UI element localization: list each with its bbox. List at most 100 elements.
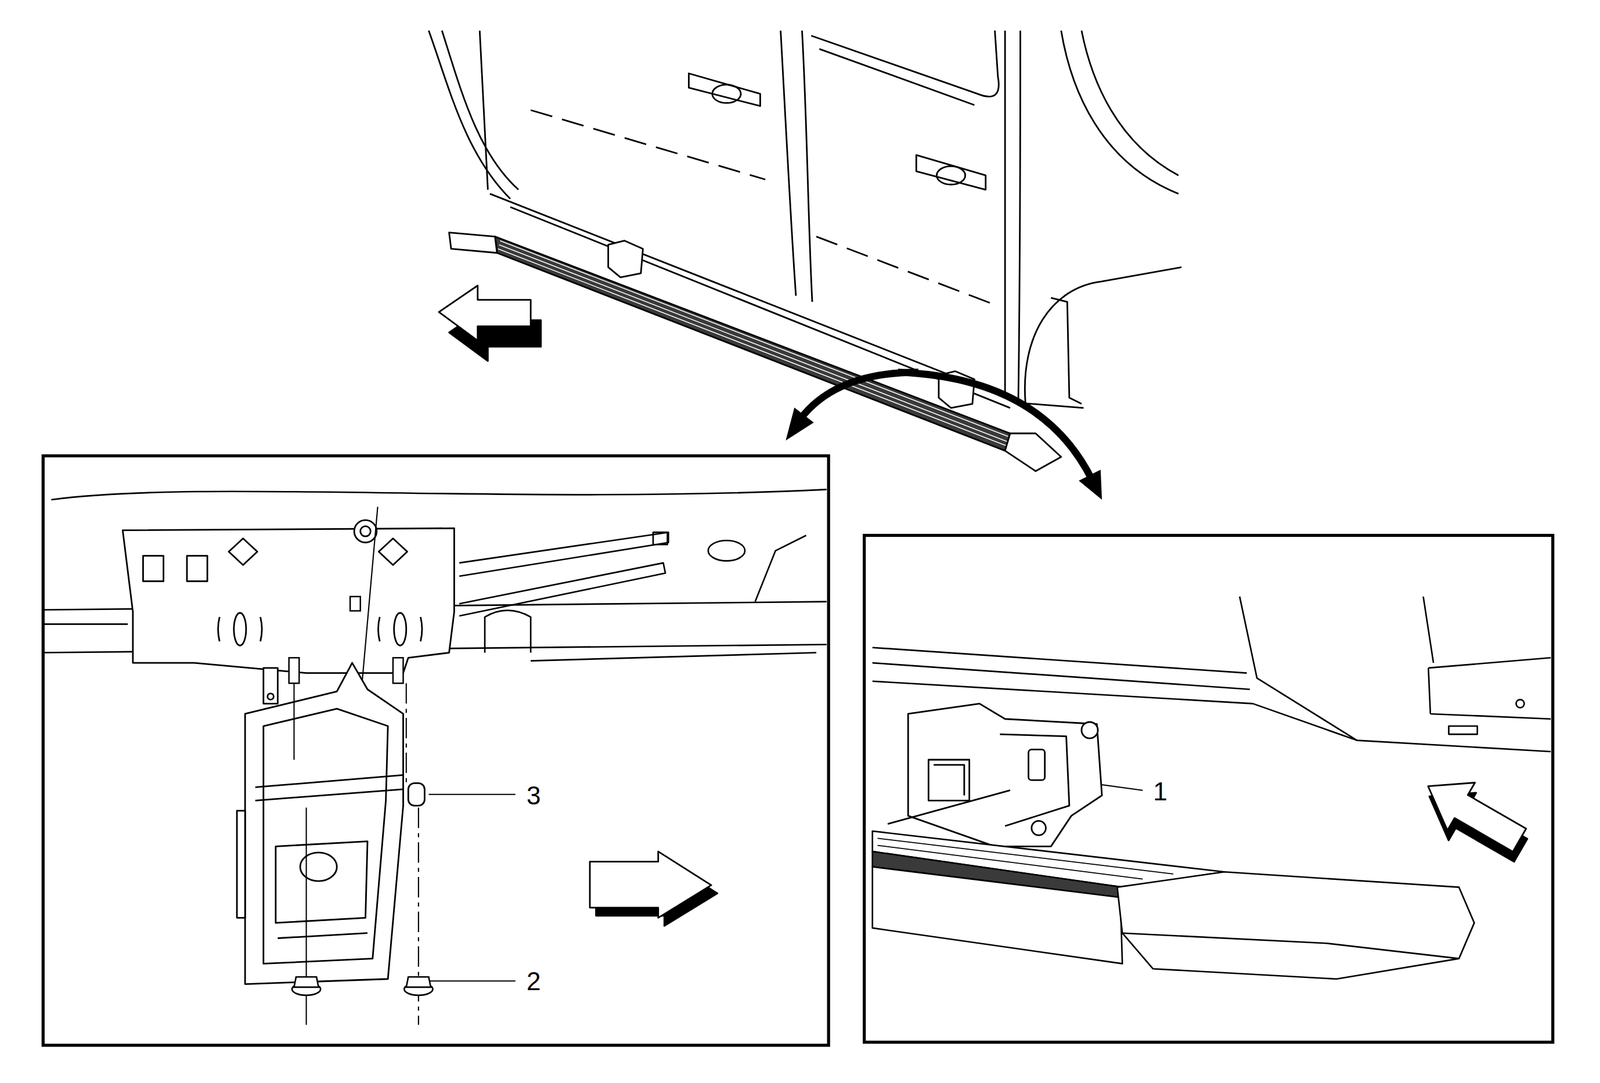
stud <box>393 657 404 684</box>
mounting-bracket <box>233 613 247 646</box>
mounting-bracket <box>360 526 371 538</box>
mounting-bracket <box>122 528 454 674</box>
vehicle-body <box>428 30 1182 409</box>
step-mechanism <box>887 790 1011 825</box>
flange-nut <box>406 977 431 988</box>
vehicle-body <box>441 30 519 190</box>
step-board <box>1116 871 1475 979</box>
step-board <box>877 838 1174 879</box>
inset-frame <box>42 455 829 1046</box>
running-board <box>1004 433 1062 472</box>
vehicle-body <box>1081 30 1179 176</box>
step-board <box>872 867 1123 965</box>
vehicle-body <box>916 155 986 190</box>
mounting-bracket <box>122 520 454 704</box>
step-mechanism <box>928 759 969 801</box>
vehicle-body <box>530 110 766 180</box>
view-arrow <box>1409 763 1539 875</box>
flange-nut <box>292 977 433 996</box>
running-board <box>495 236 1011 452</box>
assist-step-arm <box>275 841 368 924</box>
vehicle-body <box>489 193 1021 403</box>
assist-step-arm <box>408 783 425 806</box>
step-mechanism <box>907 703 1102 847</box>
frame-rail <box>51 489 827 500</box>
running-board <box>608 240 644 278</box>
swing-arrow <box>785 407 814 441</box>
frame-rail <box>459 563 666 616</box>
mounting-bracket <box>267 693 275 701</box>
assist-step-arm <box>244 662 403 985</box>
stud <box>350 596 361 612</box>
running-board <box>498 240 1009 446</box>
callout-number: 2 <box>525 968 542 995</box>
vehicle-body <box>1050 297 1082 405</box>
vehicle-body <box>936 166 965 185</box>
flange-nut <box>293 977 319 988</box>
vehicle-body <box>688 73 760 107</box>
rocker-panel <box>1423 596 1434 663</box>
frame-rail <box>42 623 128 626</box>
step-mechanism <box>999 734 1069 827</box>
rocker-panel <box>1239 596 1551 752</box>
vehicle-body <box>1024 267 1182 403</box>
leader-line <box>293 683 295 760</box>
running-board <box>449 232 1062 472</box>
mounting-bracket <box>354 520 377 543</box>
view-arrow <box>1413 763 1534 865</box>
forward-arrow <box>438 285 531 341</box>
mounting-bracket <box>394 613 407 646</box>
mounting-bracket <box>263 668 279 704</box>
mounting-bracket <box>142 556 164 582</box>
assist-step-arm <box>263 708 388 964</box>
vehicle-body <box>819 48 975 106</box>
vehicle-body <box>1018 30 1021 403</box>
step-mechanism <box>887 703 1102 847</box>
frame-rail <box>653 532 668 545</box>
stud <box>289 657 300 684</box>
mounting-bracket <box>378 538 407 566</box>
step-mechanism <box>1031 820 1047 836</box>
callout-number: 3 <box>525 783 542 809</box>
swing-arrow <box>1078 469 1102 500</box>
assist-step-arm <box>236 662 425 985</box>
vehicle-body <box>479 30 488 190</box>
rocker-panel <box>1515 699 1524 708</box>
direction-arrow <box>589 851 718 926</box>
vehicle-body <box>816 236 998 306</box>
assist-step-arm <box>236 811 245 918</box>
vehicle-body <box>811 30 999 97</box>
callout-number: 1 <box>1151 779 1169 805</box>
inset-frame <box>42 455 1553 1046</box>
step-board <box>1122 933 1459 960</box>
leader-line <box>405 683 407 784</box>
step-mechanism <box>1028 749 1045 781</box>
vehicle-body <box>1004 30 1007 394</box>
vehicle-body <box>1061 30 1179 194</box>
rocker-panel <box>872 662 1250 690</box>
step-board <box>872 831 1475 980</box>
step-mechanism <box>933 765 965 796</box>
direction-arrow <box>589 851 712 918</box>
swing-arrow <box>801 372 919 418</box>
forward-arrow <box>438 285 542 362</box>
mounting-bracket <box>218 617 423 642</box>
leader-line <box>428 794 515 796</box>
frame-rail <box>708 540 745 561</box>
swing-arrow <box>898 372 1093 479</box>
running-board <box>449 232 498 254</box>
swing-arrow <box>785 372 1102 500</box>
frame-rail <box>755 535 807 602</box>
frame-rail <box>459 532 669 577</box>
vehicle-body <box>802 30 813 302</box>
leader-line <box>426 980 516 982</box>
mounting-bracket <box>186 556 208 582</box>
mounting-bracket <box>228 538 258 566</box>
assist-step-arm <box>255 775 404 801</box>
rocker-panel <box>1448 726 1477 735</box>
view-arrow <box>1409 763 1539 875</box>
rocker-panel <box>1428 657 1551 719</box>
frame-rail <box>530 653 817 662</box>
